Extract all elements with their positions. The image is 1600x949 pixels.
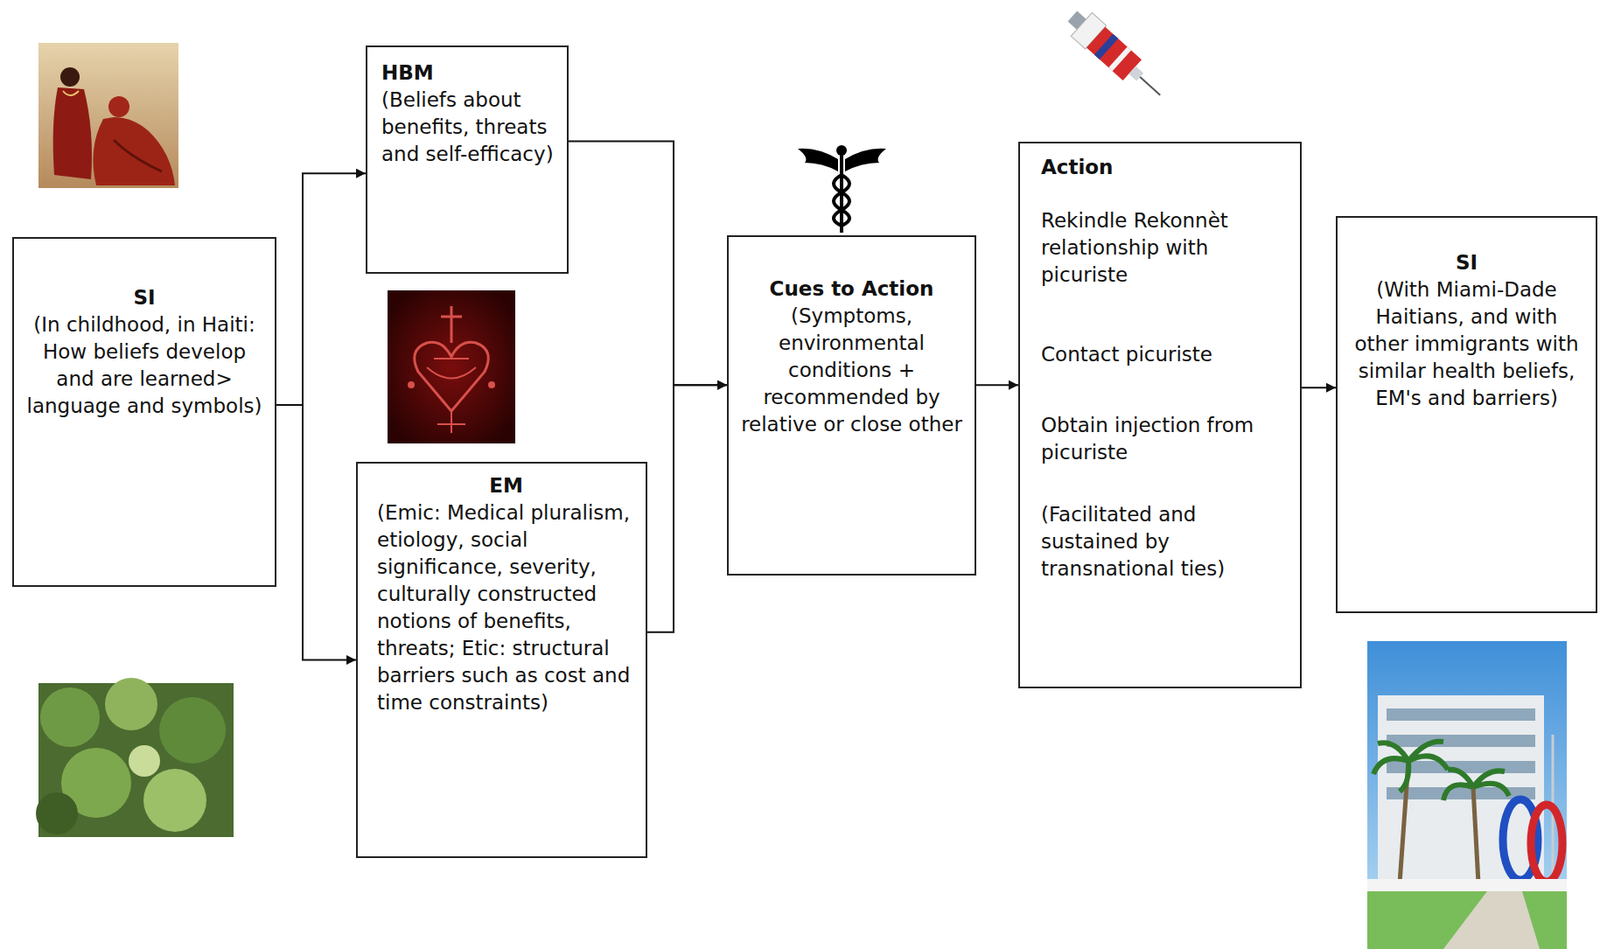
figure-body xyxy=(92,117,175,186)
sky xyxy=(1367,641,1567,949)
plant-photo xyxy=(35,677,234,838)
flow-arrow xyxy=(1301,386,1336,389)
veve-heart xyxy=(414,342,489,412)
leaf-cluster xyxy=(40,687,100,748)
building-windows xyxy=(1386,734,1536,748)
sculpture-ring xyxy=(1530,804,1563,882)
palm-fronds xyxy=(1373,741,1448,792)
caduceus-snake xyxy=(833,174,850,226)
veve-cross xyxy=(440,306,462,343)
lawn xyxy=(1367,891,1567,949)
walkway xyxy=(1443,891,1540,949)
box-text: Contact picuriste xyxy=(1041,341,1290,369)
leaf-cluster xyxy=(104,677,158,731)
building-windows xyxy=(1386,787,1536,800)
syringe-stripe xyxy=(1108,46,1132,71)
figure-head xyxy=(60,67,80,87)
flow-arrow xyxy=(276,405,357,661)
social-interaction-box: SI(With Miami-Dade Haitians, and with ot… xyxy=(1335,216,1598,614)
veve-dot xyxy=(407,381,415,389)
box-text: Obtain injection from picuriste xyxy=(1041,412,1290,467)
caduceus-snake xyxy=(833,174,850,226)
caduceus-knob xyxy=(836,145,847,156)
box-text: (Beliefs about benefits, threats and sel… xyxy=(381,86,560,168)
photo-women xyxy=(38,42,179,189)
explanatory-model-box: EM(Emic: Medical pluralism, etiology, so… xyxy=(356,461,648,859)
box-text: (Emic: Medical pluralism, etiology, soci… xyxy=(377,499,636,717)
social-interaction-box: SI(In childhood, in Haiti: How beliefs d… xyxy=(12,237,277,587)
syringe-stripe xyxy=(1094,34,1118,60)
fence xyxy=(1367,879,1567,892)
veve-dot xyxy=(488,381,496,389)
figure-necklace xyxy=(62,90,79,96)
box-text: (Facilitated and sustained by transnatio… xyxy=(1041,501,1290,583)
figure-head xyxy=(108,96,130,118)
syringe-picture xyxy=(1062,4,1171,107)
box-heading: Cues to Action xyxy=(737,275,966,303)
box-heading: SI xyxy=(1346,249,1587,277)
box-text: (In childhood, in Haiti: How beliefs dev… xyxy=(24,311,265,420)
cues-box: Cues to Action(Symptoms, environmental c… xyxy=(726,235,977,576)
leaf-cluster xyxy=(159,697,226,764)
caduceus-symbol xyxy=(797,145,887,233)
building-windows xyxy=(1386,708,1536,721)
leaf-cluster xyxy=(35,792,78,835)
palm-fronds xyxy=(1443,769,1510,801)
box-heading: EM xyxy=(377,472,636,500)
caduceus-wing xyxy=(845,148,887,172)
veve-lines xyxy=(426,358,476,434)
caduceus-wing xyxy=(797,148,839,172)
flow-arrow xyxy=(568,141,727,386)
figure-body xyxy=(53,87,92,180)
action-box: ActionRekindle Rekonnèt relationship wit… xyxy=(1018,141,1302,689)
box-heading: SI xyxy=(24,284,265,312)
leaf-cluster xyxy=(143,768,207,832)
veve-picture xyxy=(387,290,516,444)
veve-ground xyxy=(387,290,516,444)
flow-arrow xyxy=(976,384,1019,386)
box-text: Rekindle Rekonnèt relationship with picu… xyxy=(1041,207,1290,289)
leaf-highlight xyxy=(128,745,161,777)
box-heading: Action xyxy=(1041,153,1290,182)
flow-arrow xyxy=(647,384,727,633)
syringe-needle xyxy=(1139,76,1160,96)
box-text: (Symptoms, environmental conditions + re… xyxy=(737,302,966,439)
photo-ground xyxy=(38,42,179,189)
box-heading: HBM xyxy=(381,59,560,87)
flow-arrow xyxy=(276,173,366,406)
belief-model-box: HBM(Beliefs about benefits, threats and … xyxy=(365,45,569,274)
building-photo xyxy=(1367,641,1567,949)
box-text: (With Miami-Dade Haitians, and with othe… xyxy=(1346,276,1587,413)
palm-trunk xyxy=(1473,787,1479,884)
figure-fold xyxy=(113,139,162,172)
